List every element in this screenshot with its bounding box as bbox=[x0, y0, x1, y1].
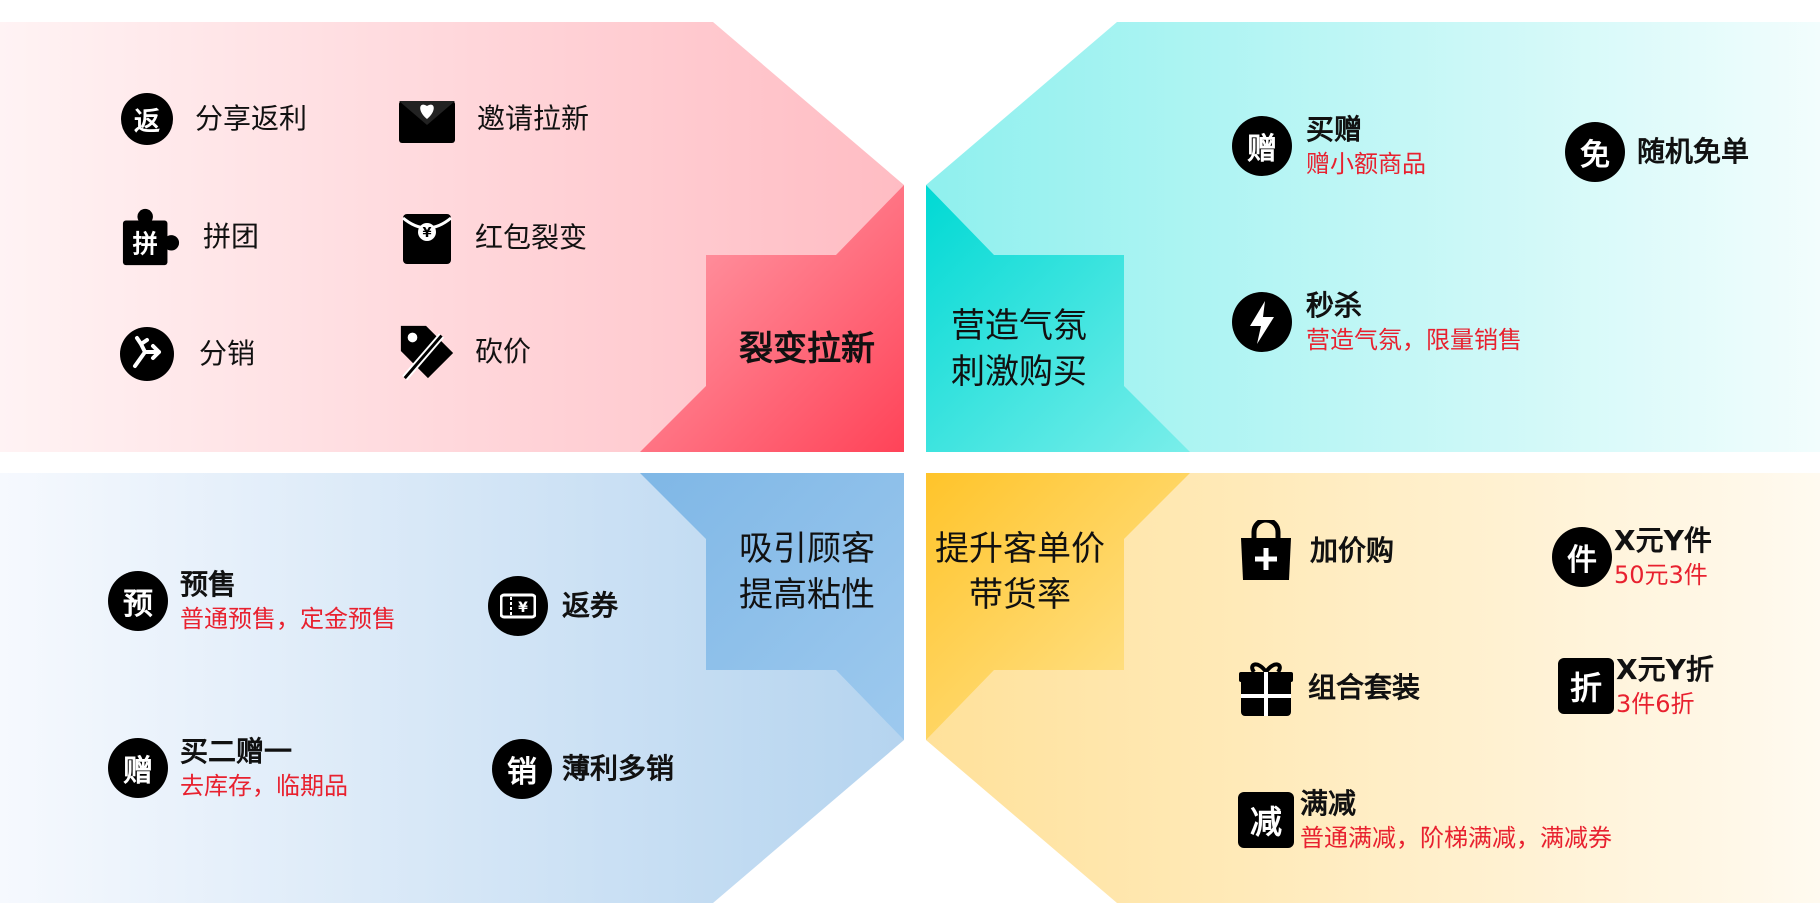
svg-text:¥: ¥ bbox=[518, 600, 528, 616]
item-thin-profit: 销 薄利多销 bbox=[492, 739, 674, 799]
item-red-packet: ¥ 红包裂变 bbox=[397, 208, 587, 268]
item-buy-gift: 赠 买赠 赠小额商品 bbox=[1232, 112, 1426, 180]
item-x-yuan-y-pieces: 件 X元Y件 50元3件 bbox=[1552, 523, 1712, 591]
piece-badge-icon: 件 bbox=[1552, 527, 1612, 587]
item-presale: 预 预售 普通预售，定金预售 bbox=[108, 567, 396, 635]
item-flash-sale: 秒杀 营造气氛，限量销售 bbox=[1232, 288, 1522, 356]
envelope-heart-icon bbox=[397, 89, 457, 149]
free-badge-icon: 免 bbox=[1565, 122, 1625, 182]
item-x-yuan-y-discount: 折 X元Y折 3件6折 bbox=[1558, 652, 1714, 720]
return-icon: 返 bbox=[121, 93, 173, 145]
item-combo-set: 组合套装 bbox=[1236, 658, 1420, 718]
item-bargain: 砍价 bbox=[397, 322, 531, 382]
title-create-atmosphere: 营造气氛 刺激购买 bbox=[951, 306, 1087, 392]
item-full-reduction: 减 满减 普通满减，阶梯满减，满减券 bbox=[1238, 786, 1612, 854]
item-share-rebate: 返 分享返利 bbox=[121, 93, 307, 145]
red-packet-icon: ¥ bbox=[397, 208, 457, 268]
title-raise-order-value: 提升客单价 带货率 bbox=[935, 529, 1105, 615]
lightning-icon bbox=[1232, 292, 1292, 352]
svg-text:¥: ¥ bbox=[422, 226, 431, 241]
title-fission-acquisition: 裂变拉新 bbox=[739, 329, 875, 369]
distribute-icon bbox=[117, 324, 177, 384]
item-buy-two-get-one: 赠 买二赠一 去库存，临期品 bbox=[108, 734, 348, 802]
svg-text:拼: 拼 bbox=[133, 229, 158, 258]
item-invite-new: 邀请拉新 bbox=[397, 89, 589, 149]
item-group-buy: 拼 拼团 bbox=[121, 207, 259, 267]
item-add-price-buy: 加价购 bbox=[1236, 520, 1394, 581]
puzzle-icon: 拼 bbox=[121, 207, 181, 267]
gift-box-icon bbox=[1236, 658, 1296, 718]
title-attract-customers: 吸引顾客 提高粘性 bbox=[739, 529, 875, 615]
coupon-icon: ¥ bbox=[488, 576, 548, 636]
item-distribution: 分销 bbox=[117, 324, 255, 384]
item-return-coupon: ¥ 返券 bbox=[488, 576, 618, 636]
price-tag-icon bbox=[397, 322, 457, 382]
shopping-bag-icon bbox=[1236, 520, 1296, 581]
gift-badge-icon: 赠 bbox=[108, 738, 168, 798]
presale-icon: 预 bbox=[108, 571, 168, 631]
discount-badge-icon: 折 bbox=[1558, 658, 1614, 714]
item-random-free: 免 随机免单 bbox=[1565, 122, 1749, 182]
sell-badge-icon: 销 bbox=[492, 739, 552, 799]
reduce-badge-icon: 减 bbox=[1238, 792, 1294, 848]
gift-badge-icon: 赠 bbox=[1232, 116, 1292, 176]
